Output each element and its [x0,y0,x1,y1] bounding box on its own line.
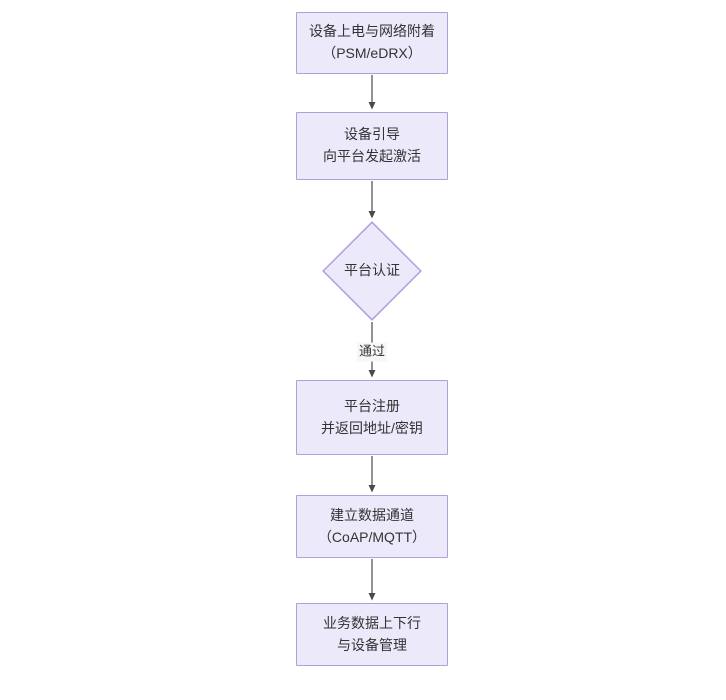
node-business-data-line1: 业务数据上下行 [323,614,421,631]
node-bootstrap[interactable]: 设备引导 向平台发起激活 [296,112,448,180]
node-bootstrap-line2: 向平台发起激活 [323,148,421,164]
node-platform-register-line2: 并返回地址/密钥 [321,419,423,436]
node-data-channel[interactable]: 建立数据通道 （CoAP/MQTT） [296,495,448,558]
node-business-data[interactable]: 业务数据上下行 与设备管理 [296,603,448,666]
node-power-on[interactable]: 设备上电与网络附着 （PSM/eDRX） [296,12,448,74]
node-platform-register-line1: 平台注册 [344,397,400,414]
node-bootstrap-line1: 设备引导 [344,126,400,143]
node-data-channel-line1: 建立数据通道 [330,506,414,523]
node-power-on-line1: 设备上电与网络附着 [309,23,435,40]
node-platform-auth-label: 平台认证 [344,262,400,279]
node-data-channel-line2: （CoAP/MQTT） [317,528,427,545]
node-platform-register[interactable]: 平台注册 并返回地址/密钥 [296,380,448,455]
node-business-data-line2: 与设备管理 [337,636,407,653]
diamond-shape [322,221,422,321]
node-power-on-line2: （PSM/eDRX） [322,45,422,61]
edge-label-pass: 通过 [356,342,388,362]
node-platform-auth[interactable]: 平台认证 [322,221,422,321]
